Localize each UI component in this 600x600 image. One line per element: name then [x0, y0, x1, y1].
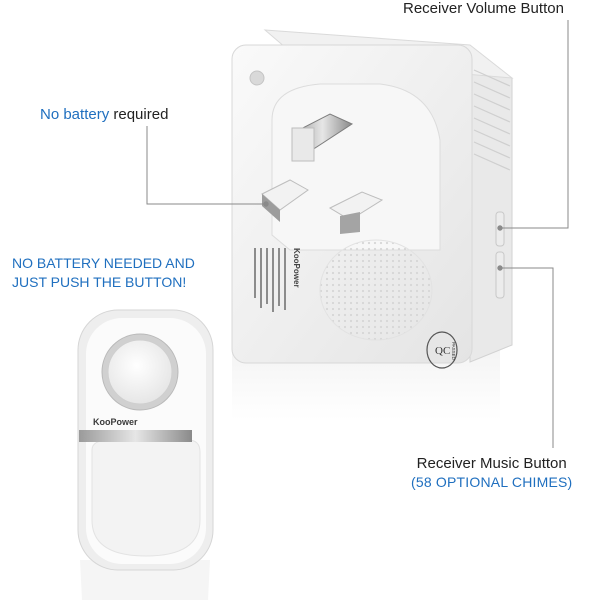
no-battery-rest: required: [109, 106, 169, 123]
push-caption-line2: JUST PUSH THE BUTTON!: [12, 274, 187, 290]
callout-music: [500, 267, 554, 448]
speaker-grill: [319, 239, 433, 341]
volume-button-label: Receiver Volume Button: [403, 0, 564, 17]
no-battery-highlight: No battery: [40, 106, 110, 123]
receiver-label-text: KooPower: [254, 248, 301, 312]
music-chimes-note: (58 OPTIONAL CHIMES): [411, 474, 573, 490]
push-transmitter: KooPower: [77, 309, 214, 600]
transmitter-brand: KooPower: [93, 417, 138, 427]
plug-pins: [261, 113, 384, 234]
push-caption-line1: NO BATTERY NEEDED AND: [12, 255, 195, 271]
svg-text:PASSED: PASSED: [451, 342, 456, 361]
music-button-label: Receiver Music Button (58 OPTIONAL CHIME…: [411, 455, 572, 491]
qc-stamp: QC PASSED: [426, 331, 458, 369]
svg-text:KooPower: KooPower: [292, 248, 301, 288]
callout-lines: [146, 20, 569, 448]
no-battery-label: No battery required: [40, 106, 168, 123]
receiver-unit: KooPower QC PASSED: [231, 29, 514, 369]
music-button[interactable]: [495, 251, 505, 299]
push-button-caption: NO BATTERY NEEDED AND JUST PUSH THE BUTT…: [12, 254, 195, 292]
svg-text:QC: QC: [435, 345, 450, 357]
callout-volume: [500, 20, 569, 229]
music-button-title: Receiver Music Button: [416, 455, 567, 472]
callout-battery: [146, 126, 266, 205]
led-indicator: [249, 70, 265, 86]
chrome-strip: [79, 430, 192, 442]
